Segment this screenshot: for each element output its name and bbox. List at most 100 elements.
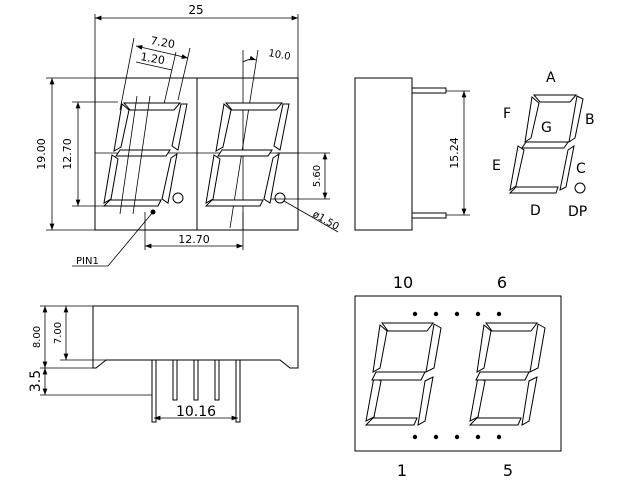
front-seg-d	[204, 199, 264, 207]
front-seg-g	[217, 149, 273, 157]
side-pin-top	[412, 87, 447, 93]
map-seg-d	[508, 186, 559, 194]
pin-dot	[496, 311, 502, 317]
pin-dot	[496, 434, 502, 440]
side-view: 15.24	[354, 77, 470, 231]
pin-dots-bottom	[412, 434, 502, 440]
slant-guide-1	[119, 95, 138, 215]
pv-seg-d	[364, 417, 418, 426]
label-d: D	[530, 203, 541, 219]
side-body	[354, 77, 413, 231]
dim-width-text: 25	[188, 3, 203, 17]
label-e: E	[492, 158, 501, 174]
pv-seg-g	[371, 371, 426, 381]
pin-dot	[433, 434, 439, 440]
front-seg-d	[102, 199, 162, 207]
dim-pin-span-text: 10.16	[176, 404, 216, 420]
pv-seg-b	[529, 323, 546, 373]
map-seg-e	[509, 145, 525, 192]
pin-view-body	[354, 295, 562, 452]
label-b: B	[585, 112, 595, 128]
dim-slant-ext-a	[119, 37, 135, 111]
pv-seg-f	[476, 324, 492, 373]
dim-seg-line	[135, 61, 173, 71]
pin-label-top-left: 10	[393, 273, 413, 292]
dim-dp-leader	[283, 200, 339, 233]
dim-pitch-text: 12.70	[178, 233, 210, 246]
front-digit-1	[102, 102, 188, 207]
slant-guide-2	[132, 95, 151, 215]
dim-angle-slant	[229, 49, 259, 229]
dim-slant-text: 7.20	[149, 34, 175, 51]
front-seg-f	[215, 103, 232, 152]
pv-seg-e	[469, 376, 486, 422]
pin-dots-top	[412, 311, 502, 317]
map-seg-a	[532, 94, 578, 103]
front-seg-e	[103, 154, 119, 204]
dim-pin-length-text: 3.5	[28, 370, 44, 392]
dim-angle-arc	[242, 55, 257, 63]
pin	[151, 359, 157, 423]
pv-seg-a	[485, 322, 538, 332]
pv-seg-a	[381, 322, 434, 332]
pin	[193, 359, 199, 401]
front-seg-a	[224, 102, 284, 111]
dim-height-text: 19.00	[35, 138, 48, 170]
pin-label-bottom-right: 5	[503, 461, 513, 480]
dim-angle-text: 10.0	[267, 48, 291, 63]
pin-dot	[412, 311, 418, 317]
pv-seg-f	[372, 324, 388, 373]
front-seg-b	[273, 103, 290, 151]
segment-map: A B C D E F G DP	[492, 70, 595, 220]
front-seg-a	[122, 102, 182, 111]
pin-label-bottom-left: 1	[397, 461, 407, 480]
label-dp: DP	[568, 204, 587, 220]
pin-view: 10 6 1 5	[354, 273, 562, 480]
dim-height-7-text: 7.00	[53, 322, 64, 344]
pin-view-digit-2	[468, 322, 546, 426]
dim-slant-line	[135, 45, 189, 59]
pv-seg-d	[468, 417, 522, 426]
pin-dot	[433, 311, 439, 317]
label-f: F	[503, 106, 511, 122]
pin1-text: PIN1	[76, 256, 99, 267]
dim-half-text: 5.60	[312, 165, 323, 187]
dim-height-8-text: 8.00	[32, 326, 43, 348]
dim-seg-text: 1.20	[139, 50, 165, 67]
front-seg-c	[263, 152, 280, 204]
pv-seg-c	[521, 376, 538, 426]
pin	[214, 359, 220, 401]
label-c: C	[576, 161, 586, 177]
pv-seg-e	[365, 376, 382, 422]
front-seg-b	[171, 103, 188, 151]
pv-seg-c	[417, 376, 434, 426]
map-seg-g	[521, 141, 569, 149]
dim-digit-height-text: 12.70	[61, 138, 74, 170]
pin	[235, 359, 241, 423]
pin-dot	[454, 434, 460, 440]
pin	[172, 359, 178, 401]
label-a: A	[546, 70, 556, 86]
map-seg-c	[559, 144, 575, 191]
front-view: 25 19.00 12.70 7.20 1.20 10.0 5.60 1	[35, 3, 341, 267]
map-dp	[574, 182, 586, 194]
dim-pin-row-text: 15.24	[448, 137, 461, 169]
pin-view-digit-1	[364, 322, 442, 426]
pin-label-top-right: 6	[497, 273, 507, 292]
pin1-leader	[107, 211, 154, 267]
dim-seg-ext	[163, 51, 177, 105]
dp-dot-2	[274, 192, 286, 204]
dim-slant-ext-b	[177, 47, 191, 101]
pin-dot	[454, 311, 460, 317]
pv-seg-g	[475, 371, 530, 381]
pv-seg-b	[425, 323, 442, 373]
side-pin-bottom	[412, 212, 447, 219]
pin-dot	[412, 434, 418, 440]
label-g: G	[541, 120, 552, 136]
map-seg-f	[524, 96, 540, 144]
bottom-view: 8.00 7.00 3.5 10.16	[28, 305, 299, 423]
front-seg-f	[113, 103, 130, 152]
dim-dp-text: ø1.50	[311, 209, 341, 233]
bottom-pins	[151, 359, 241, 423]
